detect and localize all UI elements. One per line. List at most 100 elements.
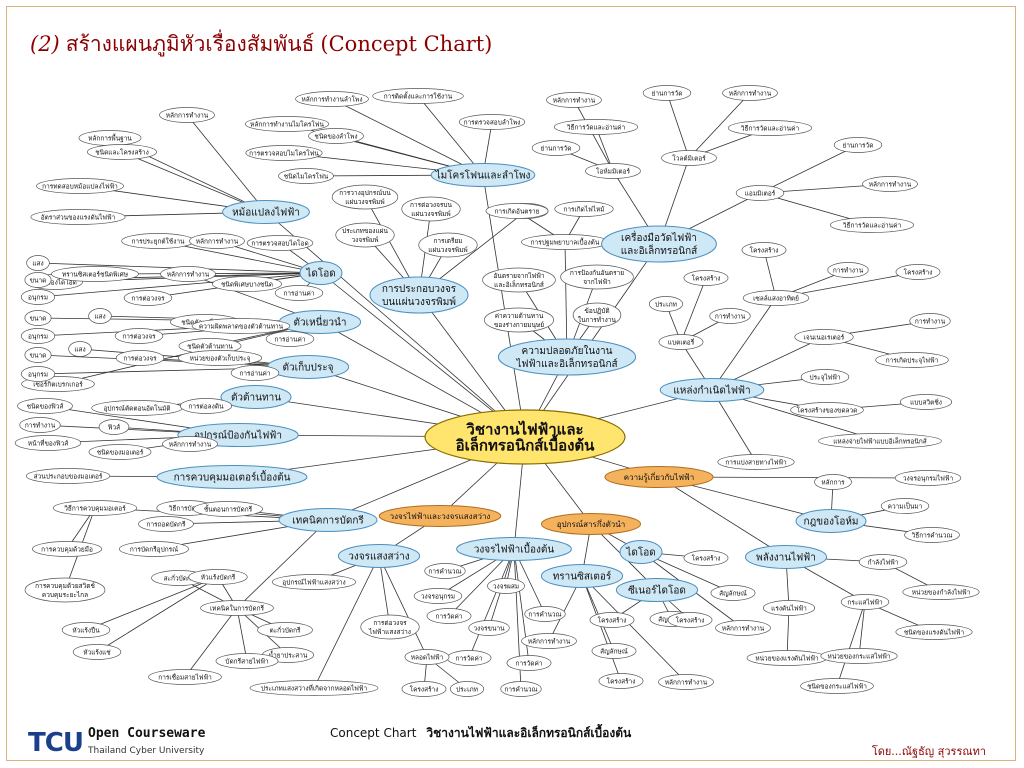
node-label: ตัวเหนี่ยวนำ (294, 315, 347, 329)
node-label: โวลต์มิเตอร์ (672, 154, 706, 162)
node-label: โครงสร้างของขดลวด (797, 406, 858, 414)
node-p5: การทำงาน (19, 417, 61, 433)
node-p4: ฟิวส์ (98, 419, 130, 435)
node-label: เครื่องมือวัดไฟฟ้าและอิเล็กทรอนิกส์ (621, 230, 698, 257)
node-label: วงจรอนุกรมไฟฟ้า (903, 474, 954, 482)
node-shape (401, 196, 461, 222)
node-mo1: หลักการทำงาน (162, 436, 218, 452)
node-label: การทำงาน (915, 317, 946, 325)
node-light: วงจรไฟฟ้าและวงจรแสงสว่าง (378, 505, 502, 527)
node-label: หลักการทำงานลำโพง (301, 95, 362, 103)
node-shape (424, 409, 626, 465)
node-z1: โครงสร้าง (589, 612, 635, 628)
node-shape (369, 276, 469, 314)
node-sd17: การบัดกรีอุปกรณ์ (119, 541, 189, 557)
node-shape (524, 606, 566, 622)
node-shape (727, 120, 813, 136)
node-shape (589, 612, 635, 628)
node-shape (278, 508, 378, 532)
node-label: โครงสร้าง (692, 274, 721, 282)
connector-line (236, 607, 248, 662)
node-label: หัวแร้งปืน (72, 626, 100, 634)
node-label: แสง (74, 345, 85, 353)
node-label: กำลังไฟฟ้า (868, 558, 899, 566)
node-volts: แรงดันไฟฟ้า (762, 600, 816, 616)
node-b2: ประเภท (648, 296, 684, 312)
node-shape (24, 577, 106, 603)
node-shape (148, 669, 222, 685)
node-label: วิธีการวัดและอ่านค่า (843, 221, 902, 229)
node-label: การต่อวงจร (122, 332, 156, 340)
node-s6: ค่าความต้านทานของร่างกายมนุษย์ (484, 307, 554, 333)
node-shape (717, 454, 795, 470)
node-pw1: กำลังไฟฟ้า (858, 554, 908, 570)
node-shape (17, 398, 73, 414)
node-shape (19, 417, 61, 433)
node-vs1: หน่วยของแรงดันไฟฟ้า (746, 650, 828, 666)
node-shape (683, 270, 729, 286)
caption-thai: วิชางานไฟฟ้าและอิเล็กทรอนิกส์เบื้องต้น (426, 726, 632, 740)
node-shape (299, 261, 343, 285)
node-shape (244, 116, 330, 132)
node-shape (88, 308, 112, 324)
node-label: ชนิดของลำโพง (314, 132, 357, 140)
node-label: การคำนวณ (428, 567, 461, 575)
node-d5: ชนิดพิเศษบางชนิด (212, 276, 282, 292)
node-shape (790, 402, 864, 418)
node-shape (820, 648, 898, 664)
node-label: เซอร์กิตเบรกเกอร์ (33, 380, 83, 388)
node-label: ประเภทแสงสว่างที่เกิดจากหลอดไฟฟ้า (261, 683, 368, 692)
node-label: แสง (94, 312, 105, 320)
node-label: ตัวเก็บประจุ (283, 360, 334, 374)
node-shape (735, 185, 785, 201)
node-label: ความรู้เกี่ยวกับไฟฟ้า (624, 471, 694, 483)
node-s4: อันตรายจากไฟฟ้าและอิเล็กทรอนิกส์ (482, 267, 556, 293)
node-shape (484, 307, 554, 333)
node-label: หลักการทำงาน (553, 96, 596, 104)
node-mo3: ส่วนประกอบของมอเตอร์ (25, 468, 111, 484)
node-label: การควบคุมด้วยมือ (41, 545, 93, 553)
node-m1: หลักการทำงานลำโพง (295, 91, 369, 107)
node-label: ชนิดของกระแสไฟฟ้า (807, 682, 867, 690)
node-shape (546, 92, 602, 108)
node-tr4: โครงสร้าง (598, 673, 644, 689)
node-label: ชนิดของมอเตอร์ (97, 448, 144, 456)
connector-line (581, 575, 687, 683)
node-pw2: หน่วยของกำลังไฟฟ้า (902, 584, 980, 600)
node-lc1: อุปกรณ์ไฟฟ้าแสงสว่าง (271, 574, 357, 590)
node-label: อนุกรม (28, 293, 48, 301)
node-label: วงจรไฟฟ้าและวงจรแสงสว่าง (390, 512, 491, 521)
node-cap: ตัวเก็บประจุ (266, 355, 350, 379)
node-so1: โครงสร้าง (741, 242, 787, 258)
node-m2: การติดตั้งและการใช้งาน (372, 88, 464, 104)
node-label: ไมโครโฟนและลำโพง (435, 169, 531, 182)
tcu-logo: TCU Open Courseware Thailand Cyber Unive… (28, 724, 268, 764)
node-label: หลักการทำงานไมโครโฟน (250, 120, 324, 128)
node-d2: หลักการทำงาน (189, 233, 245, 249)
node-shape (36, 178, 124, 194)
node-sd4: เทคนิคในการบัดกรี (200, 600, 274, 616)
node-label: หน่วยของกำลังไฟฟ้า (912, 588, 971, 596)
node-pc5: การวางอุปกรณ์บนแผ่นวงจรพิมพ์ (331, 184, 399, 210)
node-shape (98, 419, 130, 435)
node-l2: ความเป็นมา (880, 498, 930, 514)
node-shape (68, 341, 92, 357)
node-label: การวัดค่า (436, 612, 463, 620)
node-label: การต่อวงจรบนแผ่นวงจรพิมพ์ (410, 201, 452, 218)
node-bc4: การวัดค่า (426, 608, 472, 624)
node-dd2: สัญลักษณ์ (710, 585, 756, 601)
node-label: การบัดกรีอุปกรณ์ (130, 545, 178, 553)
node-label: การติดตั้งและการใช้งาน (384, 91, 453, 100)
node-label: ย่านการวัด (541, 144, 572, 152)
node-shape (741, 242, 787, 258)
node-d11: ทรานซิสเตอร์ชนิดพิเศษ (51, 266, 139, 282)
node-label: การทำงาน (833, 266, 864, 274)
node-shape (858, 554, 908, 570)
node-shape (894, 470, 962, 486)
node-t5: อัตราส่วนของแรงดันไฟฟ้า (30, 209, 126, 225)
node-shape (200, 600, 274, 616)
node-d1: การประยุกต์ใช้งาน (121, 233, 195, 249)
node-label: ชนิดพิเศษบางชนิด (221, 280, 273, 288)
node-bat: แบตเตอรี่ (658, 334, 704, 350)
node-shape (585, 163, 641, 179)
